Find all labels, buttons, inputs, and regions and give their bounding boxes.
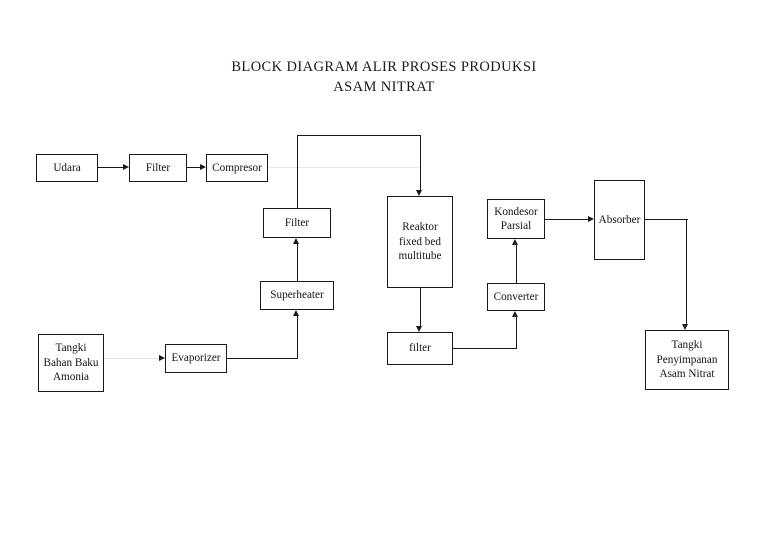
node-superheater[interactable]: Superheater [260, 281, 334, 310]
connector-evaporizer-right [227, 358, 298, 360]
node-reaktor-fixed-bed-multitube[interactable]: Reaktor fixed bed multitube [387, 196, 453, 288]
arrowhead-udara-to-filter [123, 164, 129, 170]
connector-superheater-to-filter-middle [297, 244, 299, 281]
connector-evaporizer-up-to-superheater [297, 316, 299, 359]
node-compresor[interactable]: Compresor [206, 154, 268, 182]
connector-filter-lower-right [453, 348, 517, 350]
arrowhead-converter-to-kondesor [512, 239, 518, 245]
connector-kondesor-to-absorber [545, 219, 588, 221]
arrowhead-superheater-to-filter-middle [293, 238, 299, 244]
node-kondesor-parsial[interactable]: Kondesor Parsial [487, 199, 545, 239]
connector-filter-to-compresor [187, 167, 200, 169]
connector-amonia-to-evaporizer-faint [104, 358, 161, 360]
node-evaporizer[interactable]: Evaporizer [165, 344, 227, 373]
node-udara[interactable]: Udara [36, 154, 98, 182]
diagram-title: BLOCK DIAGRAM ALIR PROSES PRODUKSI ASAM … [231, 59, 537, 95]
arrowhead-kondesor-to-absorber [588, 216, 594, 222]
connector-filter-lower-up-to-converter [516, 317, 518, 349]
arrowhead-amonia-to-evaporizer [159, 355, 165, 361]
node-converter[interactable]: Converter [487, 283, 545, 311]
connector-air-bus-top [297, 135, 421, 137]
arrowhead-air-bus-to-reaktor [416, 190, 422, 196]
node-absorber[interactable]: Absorber [594, 180, 645, 260]
connector-compresor-air-bus-faint [268, 167, 420, 169]
arrowhead-reaktor-to-filter-lower [416, 326, 422, 332]
node-tangki-bahan-baku-amonia[interactable]: Tangki Bahan Baku Amonia [38, 334, 104, 392]
connector-absorber-right [645, 219, 688, 221]
node-filter-middle[interactable]: Filter [263, 208, 331, 238]
connector-air-bus-to-reaktor [420, 135, 422, 190]
node-filter-air[interactable]: Filter [129, 154, 187, 182]
arrowhead-absorber-to-tangki [682, 324, 688, 330]
node-tangki-penyimpanan-asam-nitrat[interactable]: Tangki Penyimpanan Asam Nitrat [645, 330, 729, 390]
connector-udara-to-filter [98, 167, 123, 169]
connector-air-bus-to-filter-middle [297, 135, 299, 208]
node-filter-lower[interactable]: filter [387, 332, 453, 365]
connector-reaktor-to-filter-lower [420, 288, 422, 326]
arrowhead-filter-lower-to-converter [512, 311, 518, 317]
arrowhead-filter-to-compresor [200, 164, 206, 170]
arrowhead-evaporizer-to-superheater [293, 310, 299, 316]
connector-absorber-down-to-tangki [686, 219, 688, 324]
connector-converter-to-kondesor [516, 245, 518, 283]
